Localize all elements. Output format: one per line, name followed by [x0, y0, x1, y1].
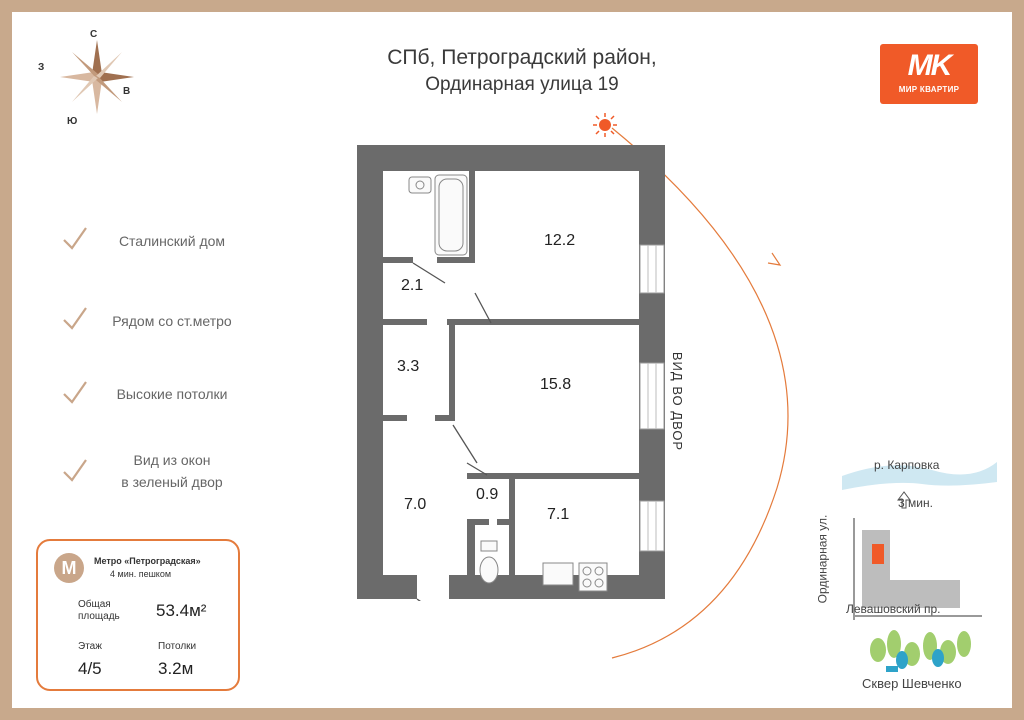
address-line-2: Ординарная улица 19	[425, 74, 619, 95]
logo-text: МИР КВАРТИР	[898, 85, 960, 94]
street-label-1: Ординарная ул.	[815, 514, 830, 604]
feature-item: Рядом со ст.метро	[112, 313, 232, 329]
sun-path-arc	[611, 127, 789, 659]
area-value: 53.4м²	[156, 601, 207, 620]
check-icon	[63, 381, 87, 404]
info-card: M Метро «Петроградская» 4 мин. пешком Об…	[36, 539, 240, 691]
address-line-1: СПб, Петроградский район,	[387, 46, 657, 69]
area-label-2: площадь	[78, 611, 120, 622]
metro-name: Метро «Петроградская»	[94, 556, 201, 566]
room-area: 7.0	[404, 496, 427, 513]
compass-east: В	[123, 86, 131, 97]
river-label: р. Карповка	[874, 458, 940, 472]
floor-value: 4/5	[78, 659, 102, 678]
room-area: 3.3	[397, 358, 420, 375]
floor-plan	[357, 145, 665, 601]
brand-logo: MK МИР КВАРТИР	[880, 44, 978, 104]
metro-icon: M	[54, 553, 84, 583]
moon-icon	[598, 648, 608, 668]
room-area: 2.1	[401, 277, 424, 294]
logo-mark: MK	[907, 49, 953, 82]
area-label-1: Общая	[78, 599, 111, 610]
ceiling-label: Потолки	[158, 641, 197, 652]
feature-line: Вид из окон	[133, 452, 211, 468]
room-area: 0.9	[476, 486, 499, 503]
compass-west: З	[38, 62, 45, 73]
feature-line: в зеленый двор	[121, 474, 223, 490]
walk-label: 3 мин.	[898, 496, 933, 510]
feature-item: Вид из окон в зеленый двор	[72, 449, 272, 493]
park-label: Сквер Шевченко	[862, 676, 962, 691]
compass-north: С	[90, 29, 98, 40]
location-map	[842, 462, 997, 672]
check-icon	[63, 307, 87, 330]
sun-icon	[593, 113, 617, 137]
room-area: 7.1	[547, 506, 570, 523]
metro-walk: 4 мин. пешком	[110, 569, 172, 579]
floor-label: Этаж	[78, 641, 102, 652]
compass-rose-icon	[60, 40, 134, 114]
feature-item: Высокие потолки	[116, 386, 228, 402]
room-area: 12.2	[544, 232, 576, 249]
check-icon	[63, 227, 87, 250]
ceiling-value: 3.2м	[158, 659, 194, 678]
floor-plan-sheet: С Ю З В СПб, Петроградский район, Ордина…	[12, 12, 1012, 708]
feature-item: Сталинский дом	[118, 233, 226, 249]
view-label: ВИД ВО ДВОР	[670, 351, 686, 452]
street-label-2: Левашовский пр.	[846, 602, 941, 616]
room-area: 15.8	[540, 376, 572, 393]
compass-south: Ю	[67, 116, 78, 127]
check-icon	[63, 459, 87, 482]
